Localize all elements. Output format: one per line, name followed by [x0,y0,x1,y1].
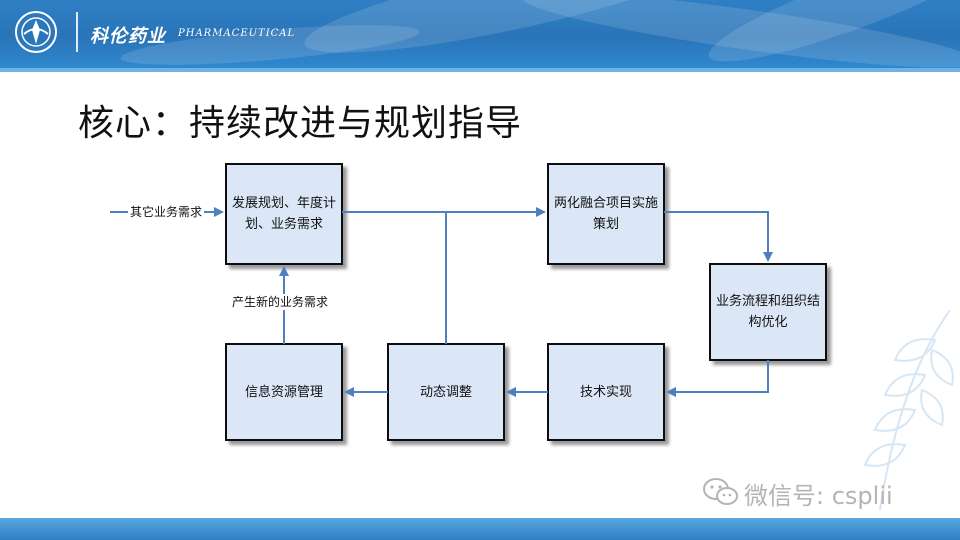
node-planning-label: 发展规划、年度计划、业务需求 [226,164,342,264]
arrow-process-to-tech [668,360,768,392]
node-adjust-label: 动态调整 [388,344,504,440]
node-tech-label: 技术实现 [548,344,664,440]
wechat-icon [702,476,740,508]
edge-label-other-needs: 其它业务需求 [128,204,204,220]
node-process-label: 业务流程和组织结构优化 [710,264,826,360]
arrow-project-to-process [664,212,768,260]
node-project-label: 两化融合项目实施策划 [548,164,664,264]
footer-bar [0,518,960,540]
edge-label-new-needs: 产生新的业务需求 [230,294,330,310]
node-info-label: 信息资源管理 [226,344,342,440]
wechat-watermark: 微信号: csplii [744,476,893,511]
